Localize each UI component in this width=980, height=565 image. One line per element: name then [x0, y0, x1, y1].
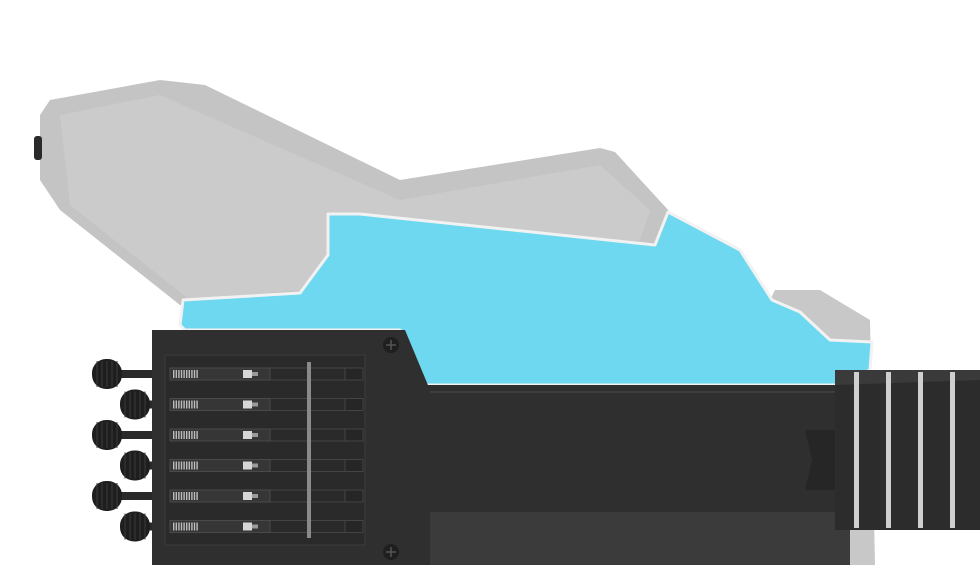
screw-icon — [383, 544, 399, 560]
saddle — [243, 461, 252, 470]
tuner-knobs — [92, 359, 152, 542]
tuner-knob-icon[interactable] — [92, 481, 152, 511]
tuner-spring — [173, 431, 198, 439]
tuner-row — [169, 459, 364, 472]
tuner-knob-icon[interactable] — [120, 511, 152, 542]
fret-3 — [918, 372, 923, 528]
saddle — [243, 492, 252, 500]
tuner-rows — [169, 362, 364, 538]
tuner-row — [169, 398, 364, 411]
saddle — [243, 431, 252, 439]
tuner-spring — [173, 492, 198, 500]
neck-body — [835, 370, 980, 530]
neck — [835, 370, 980, 530]
tuner-spring — [173, 370, 198, 378]
tuner-knob-icon[interactable] — [120, 389, 152, 420]
saddle — [243, 370, 252, 378]
tuner-spring — [173, 400, 198, 409]
tuner-row — [169, 520, 364, 533]
neck-shading — [835, 370, 980, 385]
strap-button — [34, 136, 42, 160]
screw-icon — [383, 337, 399, 353]
saddle — [243, 522, 252, 531]
fret-4 — [950, 372, 955, 528]
tuner-spring — [173, 461, 198, 470]
fret-1 — [854, 372, 859, 528]
string-bar-lower-edge — [410, 512, 850, 565]
tuner-spring — [173, 522, 198, 531]
tuner-knob-icon[interactable] — [92, 359, 152, 389]
saddle — [243, 400, 252, 409]
tuner-knob-icon[interactable] — [120, 450, 152, 481]
saddle-guide — [307, 362, 311, 538]
tuner-knob-icon[interactable] — [92, 420, 152, 450]
string-bar — [410, 385, 850, 565]
fret-2 — [886, 372, 891, 528]
tuner-block-face — [164, 354, 366, 546]
tuner-row — [169, 489, 364, 503]
tuner-block — [152, 330, 430, 565]
